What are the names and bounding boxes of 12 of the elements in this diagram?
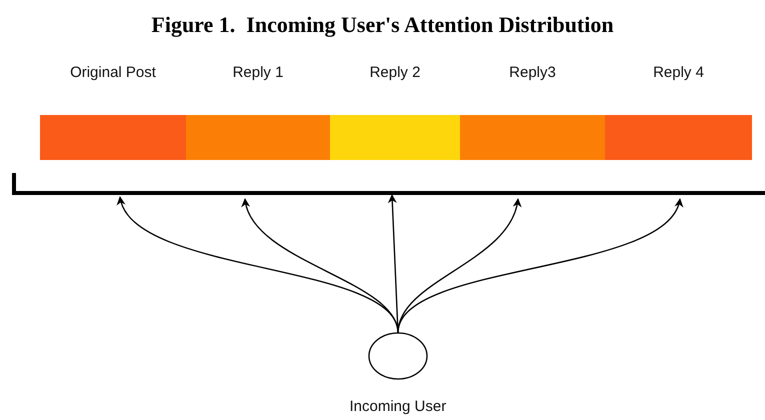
arrow: [242, 198, 399, 334]
arrow: [388, 194, 399, 334]
segment-label: Original Post: [69, 64, 157, 81]
segment-label: Reply 2: [368, 64, 422, 81]
segment-label: Reply 4: [652, 64, 705, 81]
segment-label: Reply3: [508, 64, 557, 81]
figure-title: Figure 1. Incoming User's Attention Distribution: [150, 12, 615, 38]
arrow: [397, 198, 681, 334]
user-circle: [368, 332, 428, 380]
node-caption: Incoming User: [350, 398, 446, 415]
arrow: [397, 198, 520, 334]
segment-label: Reply 1: [232, 64, 284, 81]
